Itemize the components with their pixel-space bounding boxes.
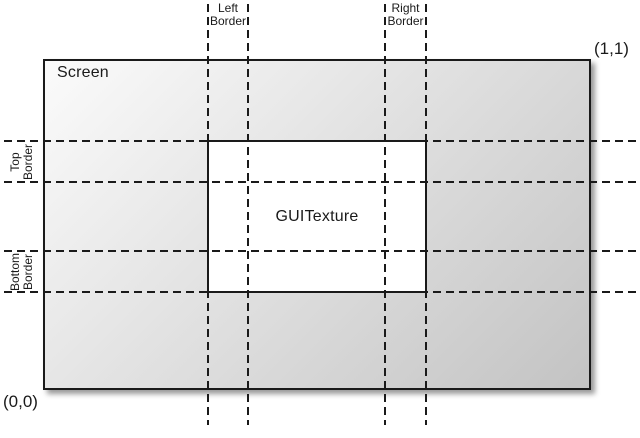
- top-border-inner-guide-line: [4, 181, 638, 183]
- left-border-label-line2: Border: [209, 14, 247, 28]
- right-border-label-line1: Right: [391, 1, 420, 15]
- left-border-inner-guide-line: [247, 4, 249, 425]
- top-border-label: Top Border: [0, 141, 44, 182]
- right-border-label: Right Border: [384, 2, 427, 28]
- left-border-label-line1: Left: [217, 1, 238, 15]
- top-border-label-line2: Border: [21, 143, 35, 180]
- left-border-outer-guide-line: [207, 4, 209, 425]
- right-border-inner-guide-line: [384, 4, 386, 425]
- bottom-border-outer-guide-line: [4, 291, 638, 293]
- coordinate-label-origin: (0,0): [3, 392, 38, 411]
- bottom-border-label: Bottom Border: [0, 251, 44, 292]
- guitexture-rect: GUITexture: [207, 140, 427, 293]
- coordinate-label-top-right: (1,1): [594, 39, 629, 58]
- right-border-label-line2: Border: [387, 14, 424, 28]
- bottom-border-inner-guide-line: [4, 250, 638, 252]
- top-border-outer-guide-line: [4, 140, 638, 142]
- guitexture-label: GUITexture: [275, 207, 359, 225]
- bottom-border-label-line2: Border: [20, 253, 35, 290]
- left-border-label: Left Border: [207, 2, 249, 28]
- right-border-outer-guide-line: [425, 4, 427, 425]
- screen-label: Screen: [57, 64, 109, 81]
